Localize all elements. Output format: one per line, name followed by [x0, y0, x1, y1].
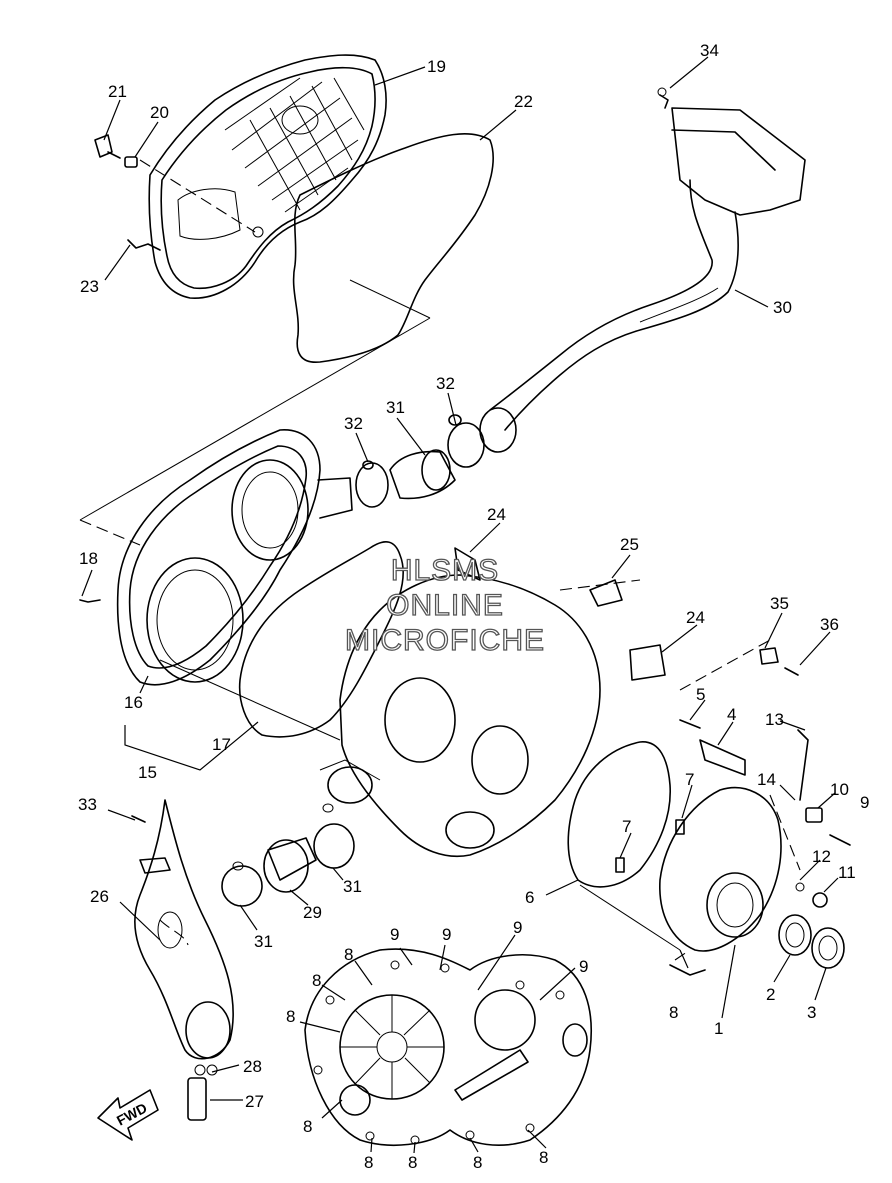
callout-31b: 31 — [343, 877, 362, 896]
dashed-guide — [679, 639, 771, 691]
callout-9d: 9 — [513, 918, 522, 937]
callout-23: 23 — [80, 277, 99, 296]
callout-20: 20 — [150, 103, 169, 122]
right-cover-gasket-part — [567, 741, 671, 888]
callout-25: 25 — [620, 535, 639, 554]
callout-8e: 8 — [303, 1117, 312, 1136]
callout-8i: 8 — [539, 1148, 548, 1167]
callout-18: 18 — [79, 549, 98, 568]
callout-8g: 8 — [408, 1153, 417, 1172]
watermark: HLSMS ONLINE MICROFICHE — [344, 553, 545, 657]
callout-12: 12 — [812, 847, 831, 866]
dashed-guide — [139, 159, 256, 233]
callout-8f: 8 — [364, 1153, 373, 1172]
callout-35: 35 — [770, 594, 789, 613]
callout-8c: 8 — [669, 1003, 678, 1022]
watermark-line-3: MICROFICHE — [345, 624, 545, 657]
callout-9a: 9 — [860, 793, 869, 812]
callout-32b: 32 — [344, 414, 363, 433]
callout-29: 29 — [303, 903, 322, 922]
callout-8h: 8 — [473, 1153, 482, 1172]
screw-33 — [131, 815, 146, 823]
callout-1: 1 — [714, 1019, 723, 1038]
callout-2: 2 — [766, 985, 775, 1004]
callouts: 19 21 20 22 34 23 30 32 31 32 24 25 18 2… — [78, 41, 869, 1172]
bolt-part — [127, 239, 161, 251]
callout-34: 34 — [700, 41, 719, 60]
seal-parts — [778, 914, 845, 969]
callout-9e: 9 — [579, 957, 588, 976]
callout-30: 30 — [773, 298, 792, 317]
callout-27: 27 — [245, 1092, 264, 1111]
callout-17: 17 — [212, 735, 231, 754]
intake-boot-upper — [355, 407, 517, 508]
callout-7b: 7 — [622, 817, 631, 836]
callout-33: 33 — [78, 795, 97, 814]
callout-31c: 31 — [254, 932, 273, 951]
callout-6: 6 — [525, 888, 534, 907]
callout-9c: 9 — [442, 925, 451, 944]
dashed-guide — [79, 519, 141, 546]
callout-36: 36 — [820, 615, 839, 634]
fwd-arrow: FWD — [97, 1089, 159, 1141]
callout-31a: 31 — [386, 398, 405, 417]
callout-16: 16 — [124, 693, 143, 712]
gasket-part — [292, 133, 494, 363]
right-cover-part — [659, 786, 782, 952]
callout-8d: 8 — [286, 1007, 295, 1026]
drain-parts — [187, 1064, 218, 1121]
watermark-line-2: ONLINE — [386, 589, 504, 622]
callout-8a: 8 — [344, 945, 353, 964]
callout-26: 26 — [90, 887, 109, 906]
dashed-guide — [769, 794, 801, 871]
drain-plug-parts — [94, 134, 138, 168]
outer-cover-part — [148, 54, 387, 299]
callout-28: 28 — [243, 1057, 262, 1076]
lower-duct-part — [134, 799, 234, 1060]
callout-7a: 7 — [685, 770, 694, 789]
dashed-guide — [559, 579, 641, 591]
callout-14: 14 — [757, 770, 776, 789]
callout-10: 10 — [830, 780, 849, 799]
callout-11: 11 — [838, 863, 856, 882]
small-fasteners — [615, 647, 851, 976]
inner-cover-part — [116, 429, 353, 686]
watermark-line-1: HLSMS — [391, 554, 499, 587]
callout-19: 19 — [427, 57, 446, 76]
callout-8b: 8 — [312, 971, 321, 990]
bolt-part-18 — [79, 599, 101, 603]
leader-lines — [81, 56, 839, 1154]
crankcase-part — [327, 547, 666, 857]
callout-13: 13 — [765, 710, 784, 729]
callout-4: 4 — [727, 705, 736, 724]
lower-boot-parts — [221, 803, 355, 907]
callout-24b: 24 — [686, 608, 705, 627]
callout-24a: 24 — [487, 505, 506, 524]
intake-duct-part — [489, 87, 806, 431]
crankcase-bottom-view — [304, 948, 593, 1146]
callout-15: 15 — [138, 763, 157, 782]
callout-9b: 9 — [390, 925, 399, 944]
callout-32a: 32 — [436, 374, 455, 393]
callout-22: 22 — [514, 92, 533, 111]
callout-3: 3 — [807, 1003, 816, 1022]
callout-5: 5 — [696, 685, 705, 704]
inner-gasket-part — [238, 541, 404, 738]
callout-21: 21 — [108, 82, 127, 101]
